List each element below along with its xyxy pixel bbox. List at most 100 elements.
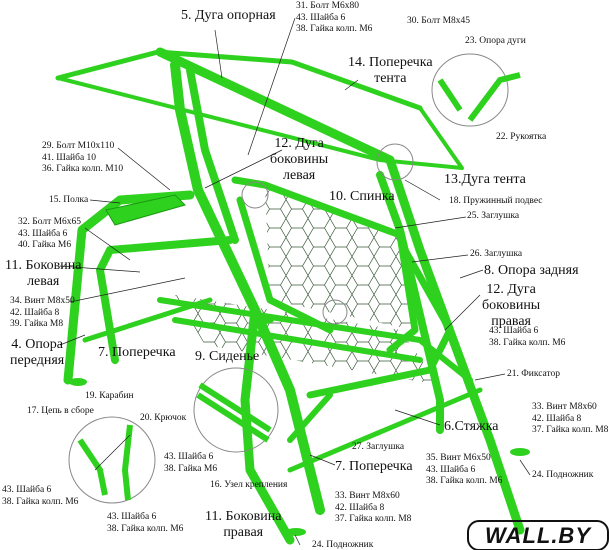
feet [69, 316, 530, 536]
label-kryuchok: 20. Крючок [140, 413, 186, 425]
label-line: 12. Дуга [486, 282, 536, 297]
label-line: 24. Подножник [312, 540, 374, 550]
label-sidenye: 9. Сиденье [195, 349, 259, 365]
label-zaglushka-25: 25. Заглушка [467, 211, 519, 223]
label-line: 11. Боковина [5, 258, 82, 273]
label-line: 42. Шайба 8 [335, 502, 385, 513]
label-opora-dugi: 23. Опора дуги [465, 36, 526, 48]
label-line: 38. Гайка колп. M6 [107, 523, 184, 534]
detail-circles [68, 53, 509, 504]
label-line: 26. Заглушка [470, 249, 523, 259]
label-line: 43. Шайба 6 [107, 512, 157, 522]
label-line: 11. Боковина [205, 509, 282, 524]
label-tsep: 17. Цепь в сборе [27, 406, 94, 418]
label-uzel-krepleniya: 16. Узел крепления [210, 480, 287, 492]
label-line: 35. Винт M6x50 [426, 453, 491, 463]
shelf [105, 194, 186, 226]
label-line: 42. Шайба 8 [10, 307, 60, 318]
label-line: 14. Поперечка [348, 55, 433, 70]
label-line: 22. Рукоятка [496, 132, 547, 142]
tubes [55, 47, 525, 545]
label-rukoyatka: 22. Рукоятка [496, 132, 546, 144]
label-line: 38. Гайка колп. M6 [426, 476, 503, 486]
label-line: 18. Пружинный подвес [449, 196, 543, 206]
label-line: 12. Дуга [274, 136, 324, 151]
label-line: 24. Подножник [532, 470, 594, 480]
label-opora-zadnyaya: 8. Опора задняя [484, 263, 579, 279]
label-line: 5. Дуга опорная [181, 8, 276, 23]
label-line: тента [374, 71, 407, 86]
label-karabin: 19. Карабин [85, 391, 134, 403]
label-line: боковины [482, 298, 541, 313]
label-bolt-m8x45: 30. Болт M8x45 [407, 16, 470, 28]
label-line: 37. Гайка колп. M8 [532, 425, 609, 435]
label-duga-tenta: 13.Дуга тента [444, 172, 526, 188]
label-line: 43. Шайба 6 [426, 464, 476, 475]
label-line: 38. Гайка колп. M6 [489, 337, 566, 348]
label-line: 42. Шайба 8 [532, 413, 582, 424]
label-line: 4. Опора [11, 337, 64, 352]
label-polka: 15. Полка [49, 195, 88, 207]
label-line: 16. Узел крепления [210, 480, 288, 490]
label-line: 32. Болт M6x65 [18, 217, 82, 227]
label-line: 40. Гайка M6 [18, 240, 72, 250]
label-pruzhinny-podves: 18. Пружинный подвес [449, 196, 543, 208]
label-line: 36. Гайка колп. M10 [42, 164, 124, 174]
label-line: правая [491, 314, 531, 329]
label-line: 17. Цепь в сборе [27, 406, 94, 416]
label-line: 43. Шайба 6 [489, 326, 539, 336]
label-line: 19. Карабин [85, 391, 134, 401]
label-podnozhnik-bottom: 24. Подножник [312, 540, 373, 550]
label-fiksator: 21. Фиксатор [507, 369, 560, 381]
label-line: 33. Винт M8x60 [335, 491, 400, 501]
label-spinka: 10. Спинка [329, 189, 395, 205]
label-line: 38. Гайка колп. M6 [2, 496, 79, 507]
label-styazhka: 6.Стяжка [444, 419, 499, 435]
label-line: 20. Крючок [140, 413, 187, 423]
label-line: 43. Шайба 6 [164, 452, 214, 462]
label-line: 38. Гайка M6 [164, 463, 218, 474]
label-line: 23. Опора дуги [465, 36, 526, 46]
label-poperechka-rear: 7. Поперечка [335, 459, 413, 475]
label-poperechka-front: 7. Поперечка [98, 345, 176, 361]
label-line: боковины [270, 152, 329, 167]
label-line: передняя [10, 353, 65, 368]
label-line: 8. Опора задняя [484, 263, 579, 278]
label-line: левая [27, 274, 60, 289]
detail-tubes [77, 72, 521, 501]
label-line: 33. Винт M8x60 [532, 402, 597, 412]
label-line: 43. Шайба 6 [18, 228, 68, 239]
label-line: 43. Шайба 6 [296, 12, 346, 23]
label-line: 15. Полка [49, 195, 89, 205]
label-line: 10. Спинка [329, 189, 395, 204]
label-line: 38. Гайка колп. M6 [296, 24, 373, 34]
label-line: 31. Болт M6x80 [296, 1, 360, 11]
label-line: 6.Стяжка [444, 419, 499, 434]
label-dyga-opornaya: 5. Дуга опорная [181, 8, 276, 24]
label-line: 27. Заглушка [352, 442, 405, 452]
label-line: 37. Гайка колп. M8 [335, 514, 412, 524]
label-line: левая [282, 168, 316, 183]
label-zaglushka-26: 26. Заглушка [470, 249, 522, 261]
label-line: 34. Винт M8x50 [10, 296, 75, 306]
label-line: 13.Дуга тента [444, 172, 526, 187]
leader-lines [59, 17, 531, 546]
